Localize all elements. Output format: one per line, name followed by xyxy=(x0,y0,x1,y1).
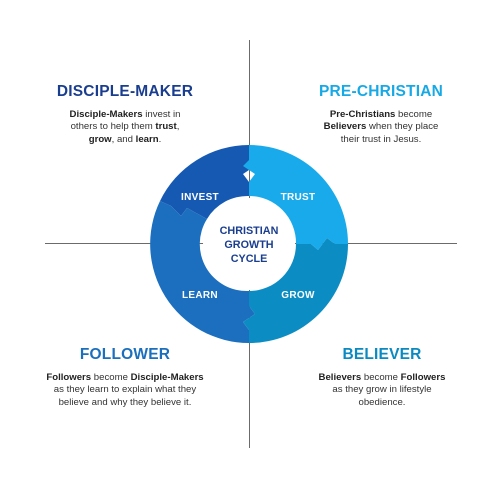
center-label-line-3: CYCLE xyxy=(231,253,268,265)
segment-label-learn: LEARN xyxy=(182,290,218,301)
center-label-line-1: CHRISTIAN xyxy=(220,225,279,237)
quadrant-disciple-maker: DISCIPLE-MAKER Disciple-Makers invest in… xyxy=(40,83,210,146)
segment-label-trust: TRUST xyxy=(281,192,316,203)
pre-christian-title: PRE-CHRISTIAN xyxy=(318,83,444,100)
quadrant-follower: FOLLOWER Followers become Disciple-Maker… xyxy=(40,346,210,409)
disciple-maker-title: DISCIPLE-MAKER xyxy=(56,83,194,100)
segment-label-grow: GROW xyxy=(281,290,315,301)
segment-learn xyxy=(150,201,255,343)
segment-grow xyxy=(243,238,348,343)
believer-title: BELIEVER xyxy=(342,346,422,363)
center-label-line-2: GROWTH xyxy=(224,239,273,251)
follower-title: FOLLOWER xyxy=(79,346,171,363)
center-disc xyxy=(203,198,295,290)
segment-label-invest: INVEST xyxy=(181,192,219,203)
segment-trust xyxy=(243,145,348,250)
segment-invest xyxy=(160,145,255,219)
